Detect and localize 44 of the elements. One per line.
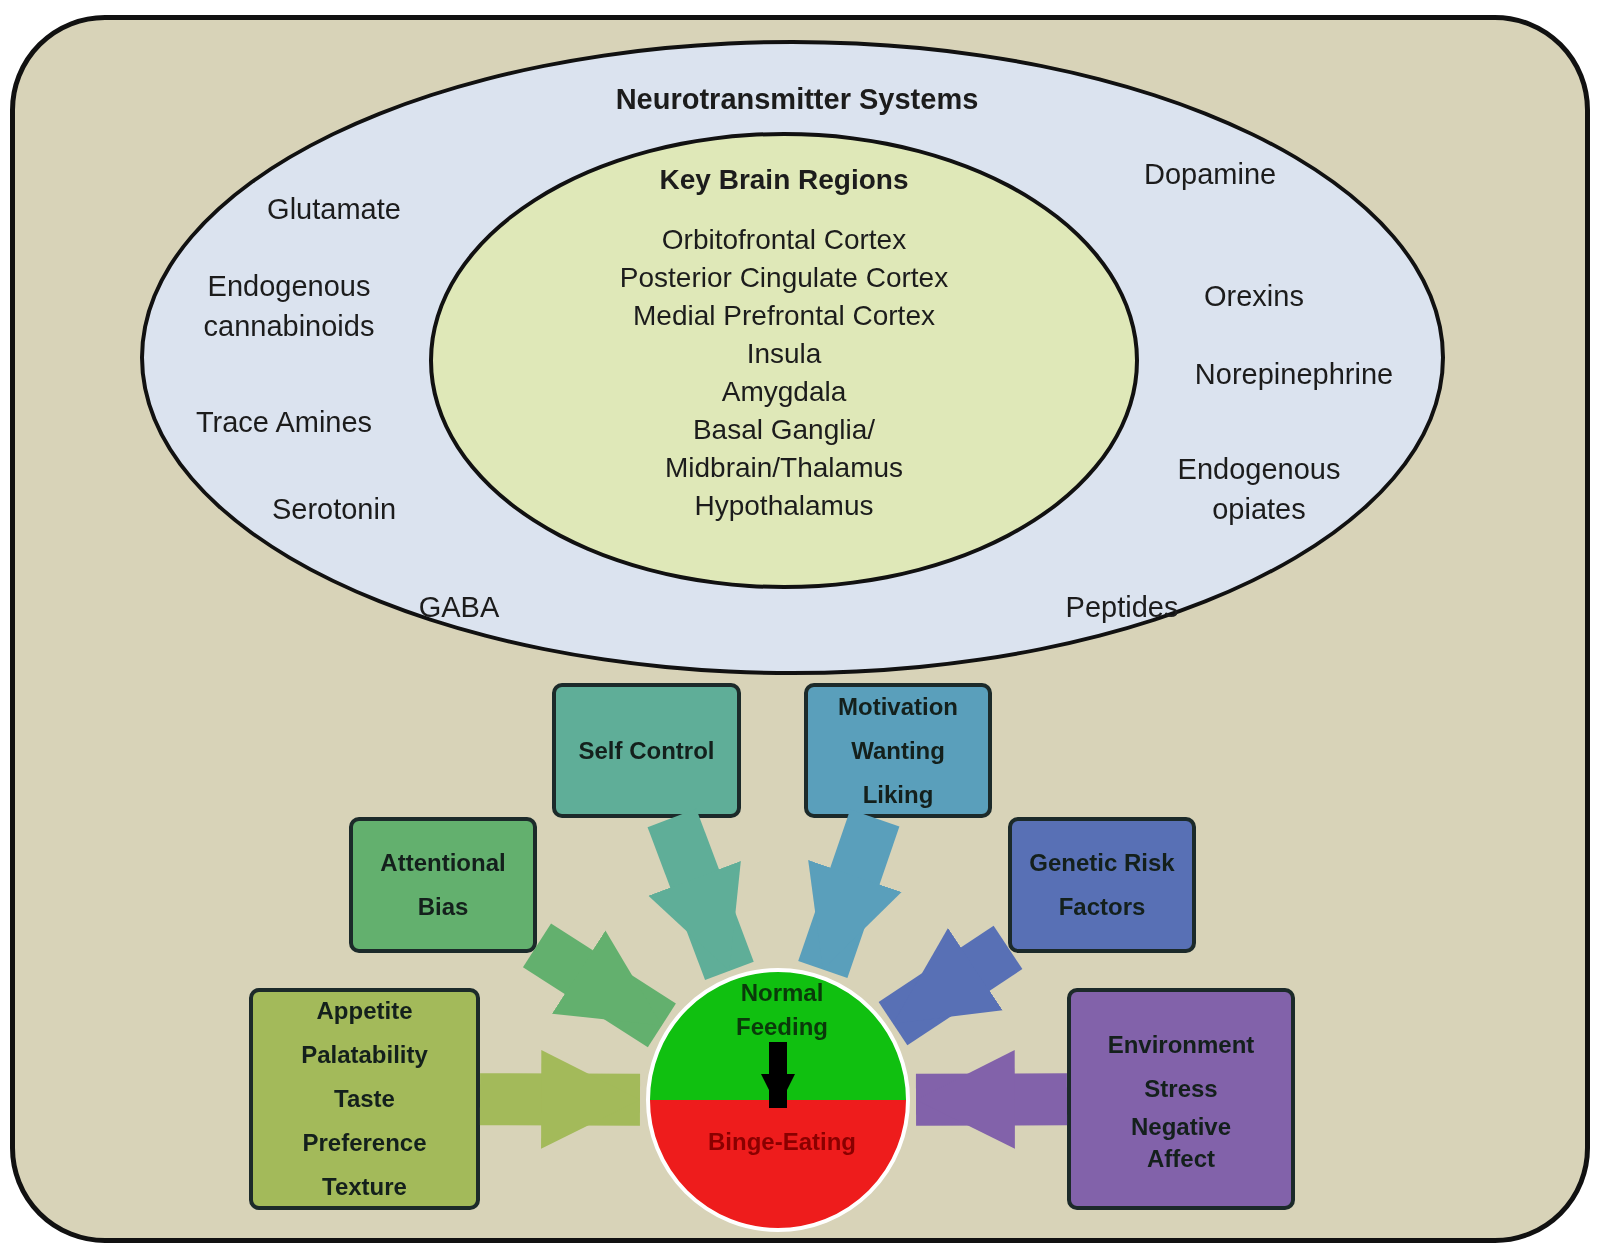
ellipse-heading: Neurotransmitter Systems — [614, 82, 980, 117]
box-text: Binge-Eating — [708, 1127, 856, 1157]
factor-box — [249, 988, 480, 1210]
factor-box — [1008, 817, 1196, 953]
region-label: Basal Ganglia/ Midbrain/Thalamus — [663, 413, 905, 485]
box-text: Texture — [322, 1172, 407, 1202]
block-arrow — [915, 1050, 1068, 1149]
box-text: Motivation — [838, 691, 958, 722]
box-text: Taste — [334, 1084, 395, 1114]
transmitter-label: Glutamate — [266, 192, 402, 227]
factor-box — [1067, 988, 1295, 1210]
transmitter-label: Trace Amines — [194, 405, 374, 440]
box-text: Genetic Risk Factors — [1028, 848, 1176, 922]
box-text: Normal Feeding — [735, 978, 829, 1042]
block-arrow — [479, 1050, 641, 1149]
transmitter-label: Serotonin — [270, 492, 398, 527]
transmitter-label: Orexins — [1203, 279, 1305, 314]
region-label: Amygdala — [721, 375, 847, 409]
region-label: Medial Prefrontal Cortex — [633, 299, 935, 333]
box-text: Liking — [862, 779, 934, 810]
factor-box — [804, 683, 992, 818]
transmitter-label: Dopamine — [1144, 157, 1274, 192]
transmitter-label: GABA — [417, 590, 501, 625]
box-text: Environment — [1107, 1030, 1255, 1060]
transmitter-label: Peptides — [1064, 590, 1180, 625]
factor-box — [552, 683, 741, 818]
box-text: Stress — [1144, 1074, 1218, 1104]
transmitter-label: Endogenous cannabinoids — [202, 269, 376, 344]
box-text: Preference — [302, 1128, 427, 1158]
ellipse-heading: Key Brain Regions — [659, 163, 909, 197]
box-text: Attentional Bias — [379, 848, 507, 922]
factor-box — [349, 817, 537, 953]
block-arrow — [760, 1042, 796, 1108]
transmitter-label: Norepinephrine — [1193, 357, 1395, 392]
box-text: Wanting — [851, 735, 945, 766]
region-label: Insula — [746, 337, 822, 371]
box-text: Palatability — [301, 1040, 428, 1070]
region-label: Hypothalamus — [694, 489, 874, 523]
box-text: Self Control — [578, 735, 715, 766]
region-label: Posterior Cingulate Cortex — [619, 261, 949, 295]
region-label: Orbitofrontal Cortex — [661, 223, 907, 257]
box-text: Negative Affect — [1129, 1112, 1232, 1174]
transmitter-label: Endogenous opiates — [1176, 452, 1342, 527]
box-text: Appetite — [316, 996, 413, 1026]
